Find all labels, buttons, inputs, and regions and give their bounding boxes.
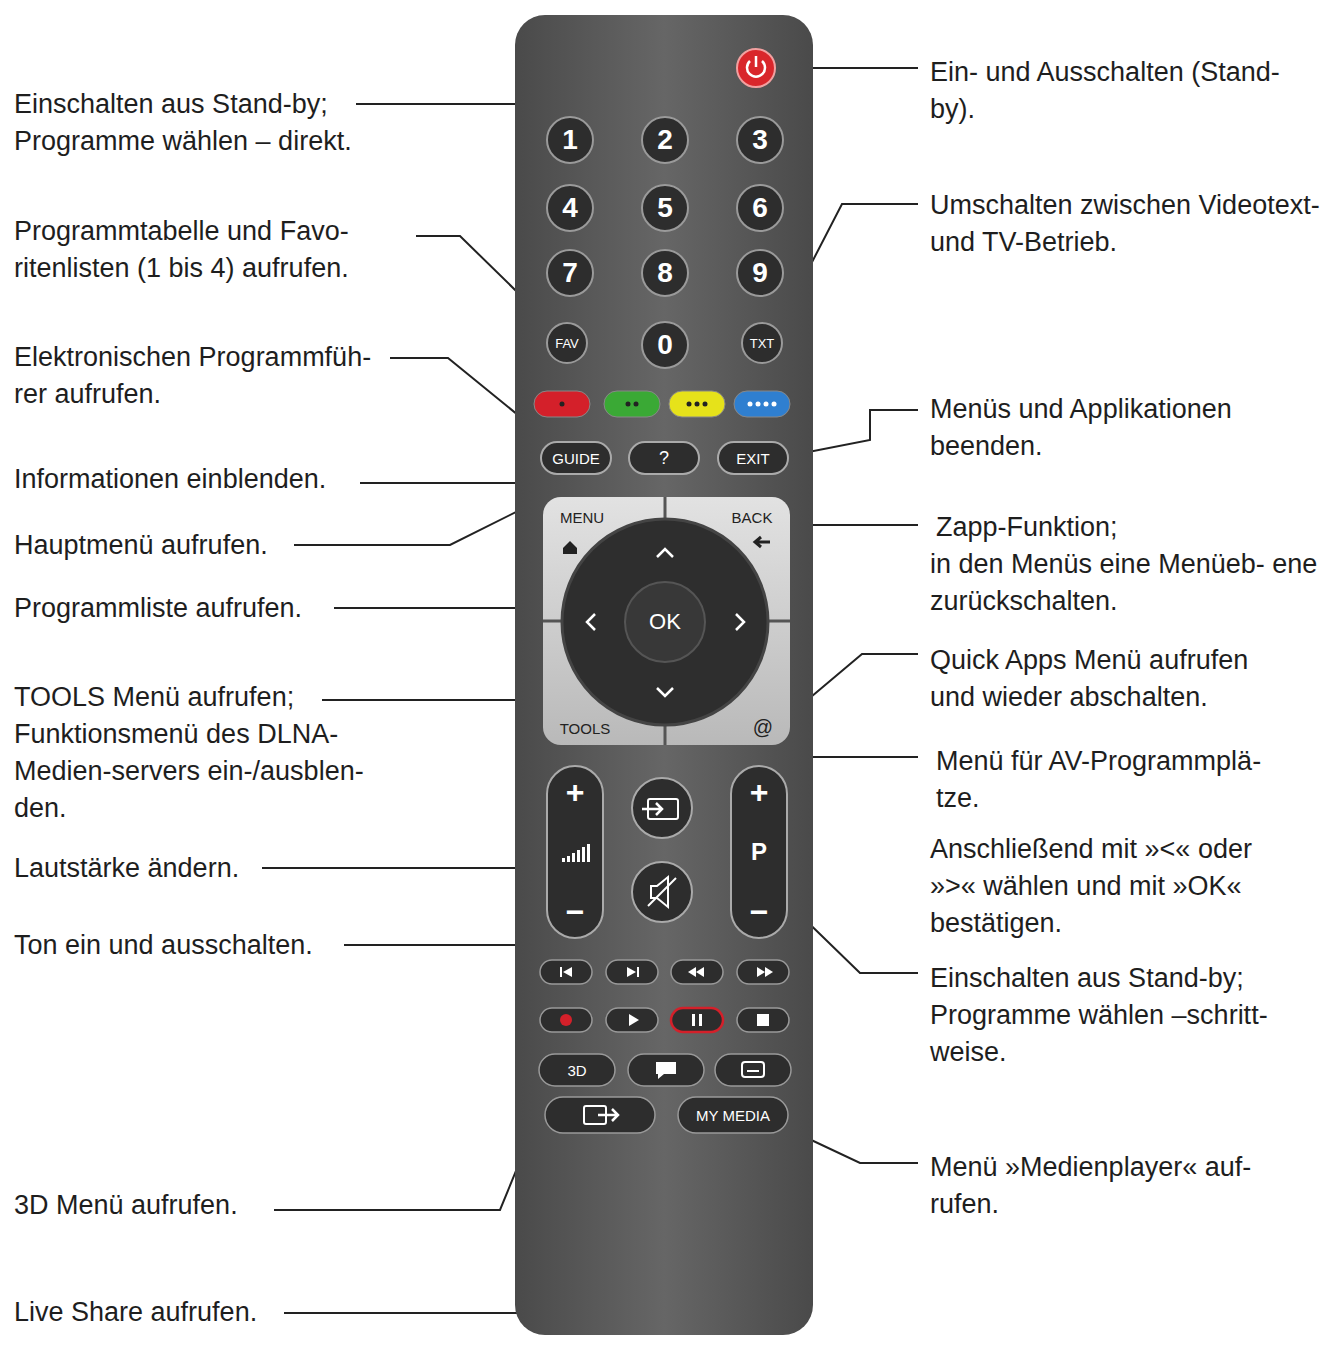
callout-text: Zapp-Funktion; xyxy=(936,509,1316,546)
callout-text: Ein- und Ausschalten (Stand- by). xyxy=(930,54,1320,128)
callout-text: Hauptmenü aufrufen. xyxy=(14,527,414,564)
button-label: FAV xyxy=(555,337,579,350)
button-label: TXT xyxy=(750,337,775,350)
button-label: MY MEDIA xyxy=(696,1108,770,1123)
button-label: − xyxy=(566,896,585,928)
remote-button: OK xyxy=(630,602,700,642)
home-icon xyxy=(563,541,577,554)
button-label: + xyxy=(750,776,769,808)
button-label: ? xyxy=(659,449,669,467)
callout-text: Menü »Medienplayer« auf- rufen. xyxy=(930,1149,1290,1223)
callout-text: Programmtabelle und Favo- ritenlisten (1… xyxy=(14,213,409,287)
remote-button: GUIDE xyxy=(543,444,609,472)
callout-text: Lautstärke ändern. xyxy=(14,850,414,887)
remote-button: ? xyxy=(631,444,697,472)
button-label: TOOLS xyxy=(560,721,611,736)
callout-text: Einschalten aus Stand-by; Programme wähl… xyxy=(14,86,399,160)
remote-button: 1 xyxy=(548,118,592,162)
callout-text: in den Menüs eine Menüeb- ene zurückscha… xyxy=(930,546,1320,620)
remote-body xyxy=(515,15,813,1335)
program-rocker xyxy=(731,766,787,938)
button-label: BACK xyxy=(732,510,773,525)
remote-button: 5 xyxy=(643,186,687,230)
callout-text: Ton ein und ausschalten. xyxy=(14,927,414,964)
button-label: 4 xyxy=(562,194,578,222)
button-label: 6 xyxy=(752,194,768,222)
remote-button: TXT xyxy=(743,324,781,362)
button-label: GUIDE xyxy=(552,451,600,466)
button-label: 1 xyxy=(562,126,578,154)
media-icons xyxy=(560,967,773,1124)
button-label: MENU xyxy=(560,510,604,525)
remote-button: 3D xyxy=(542,1056,612,1084)
button-label: 5 xyxy=(657,194,673,222)
button-label: @ xyxy=(753,717,773,737)
callout-text: Anschließend mit »<« oder »>« wählen und… xyxy=(930,831,1290,942)
callout-text: Live Share aufrufen. xyxy=(14,1294,414,1331)
mute-button xyxy=(632,862,692,922)
remote-button: TOOLS xyxy=(550,717,620,739)
dpad xyxy=(562,519,768,725)
remote-button: BACK xyxy=(717,506,787,528)
callout-text: Einschalten aus Stand-by; Programme wähl… xyxy=(930,960,1290,1071)
media-buttons xyxy=(539,960,791,1133)
remote-button: FAV xyxy=(548,324,586,362)
round-buttons xyxy=(547,117,783,368)
pill-buttons xyxy=(541,442,788,474)
button-label: 7 xyxy=(562,259,578,287)
nav-panel xyxy=(543,497,790,745)
button-label: 2 xyxy=(657,126,673,154)
callout-text: Menü für AV-Programmplä- tze. xyxy=(936,743,1296,817)
remote-button: @ xyxy=(748,714,778,740)
callout-text: Elektronischen Programmfüh- rer aufrufen… xyxy=(14,339,399,413)
remote-button: 9 xyxy=(738,251,782,295)
callout-text: Menüs und Applikationen beenden. xyxy=(930,391,1320,465)
callout-text: Quick Apps Menü aufrufen und wieder absc… xyxy=(930,642,1275,716)
button-label: + xyxy=(566,776,585,808)
remote-button: MENU xyxy=(547,506,617,528)
remote-button: 7 xyxy=(548,251,592,295)
button-label: OK xyxy=(649,611,681,633)
callout-text: Programmliste aufrufen. xyxy=(14,590,414,627)
volume-icon xyxy=(562,844,590,862)
power-button xyxy=(737,49,775,87)
button-label: 3 xyxy=(752,126,768,154)
remote-button: 2 xyxy=(643,118,687,162)
button-label: − xyxy=(750,896,769,928)
remote-button: 3 xyxy=(738,118,782,162)
back-icon xyxy=(755,537,770,547)
input-button xyxy=(632,778,692,838)
callout-text: Umschalten zwischen Videotext- und TV-Be… xyxy=(930,187,1320,261)
button-label: P xyxy=(751,840,767,864)
dpad-arrows xyxy=(587,549,744,696)
button-label: EXIT xyxy=(736,451,769,466)
callout-text: 3D Menü aufrufen. xyxy=(14,1187,414,1224)
remote-button: 8 xyxy=(643,251,687,295)
ok-button xyxy=(625,582,705,662)
remote-button: 4 xyxy=(548,186,592,230)
button-label: 0 xyxy=(657,331,673,359)
remote-button: + P − xyxy=(731,766,787,938)
button-label: 3D xyxy=(567,1063,586,1078)
remote-button: EXIT xyxy=(720,444,786,472)
remote-button: 0 xyxy=(643,323,687,367)
button-label: 8 xyxy=(657,259,673,287)
remote-button: 6 xyxy=(738,186,782,230)
color-buttons xyxy=(534,391,790,417)
callout-text: TOOLS Menü aufrufen; Funktionsmenü des D… xyxy=(14,679,399,827)
remote-button: MY MEDIA xyxy=(681,1100,785,1130)
button-label: 9 xyxy=(752,259,768,287)
callout-text: Informationen einblenden. xyxy=(14,461,414,498)
remote-button: +− xyxy=(547,766,603,938)
volume-rocker xyxy=(547,766,603,938)
